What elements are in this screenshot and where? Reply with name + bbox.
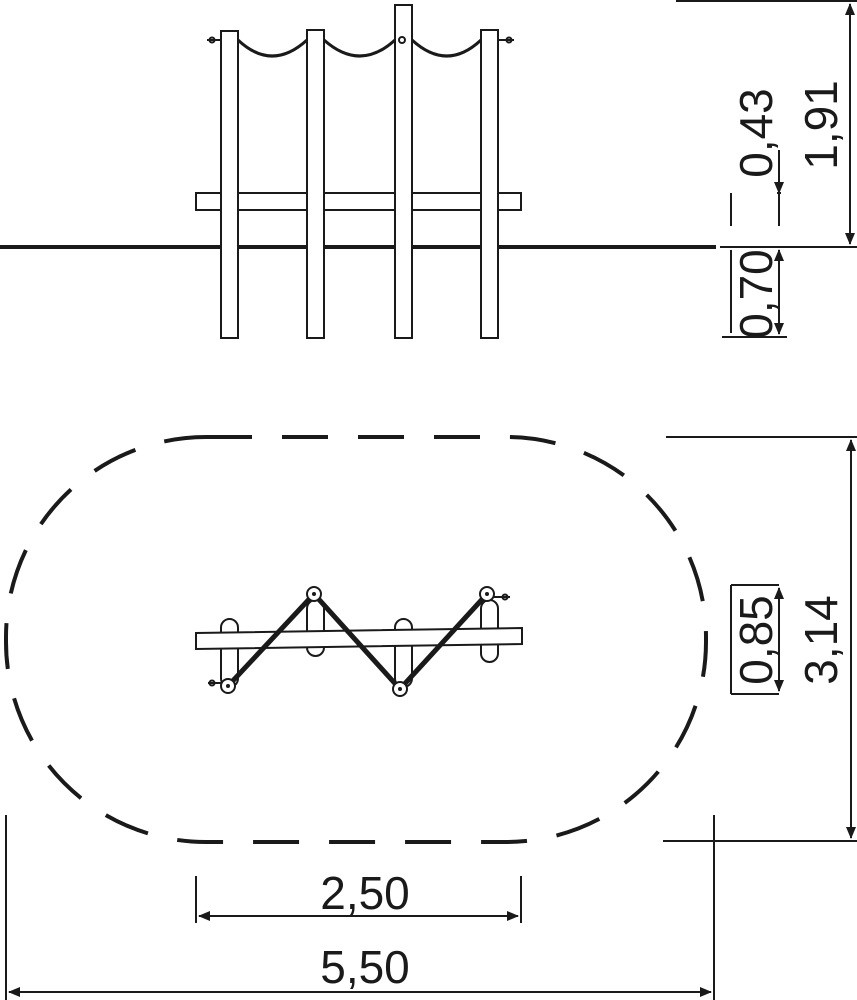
- post-4: [480, 29, 499, 339]
- dim-rope-drop: 0,43: [730, 88, 782, 178]
- horizontal-beam: [195, 192, 522, 211]
- plan-dimensions: 3,14 0,85 2,50 5,50: [5, 436, 857, 1000]
- dim-equipment-length: 2,50: [320, 867, 410, 919]
- dim-equipment-width: 0,85: [730, 595, 782, 685]
- dim-safety-zone-width: 3,14: [795, 595, 847, 685]
- side-elevation-view: [0, 4, 716, 339]
- post-3: [394, 4, 413, 339]
- rope: [236, 38, 483, 58]
- dim-safety-zone-length: 5,50: [320, 941, 410, 993]
- safety-zone-outline: [4, 435, 708, 844]
- side-dimensions: 1,91 0,43 0,70: [676, 0, 857, 339]
- plan-view: [4, 435, 708, 844]
- post-1: [220, 30, 239, 339]
- post-2: [306, 29, 325, 339]
- dim-foundation-depth: 0,70: [730, 249, 782, 339]
- dim-overall-height: 1,91: [795, 80, 847, 170]
